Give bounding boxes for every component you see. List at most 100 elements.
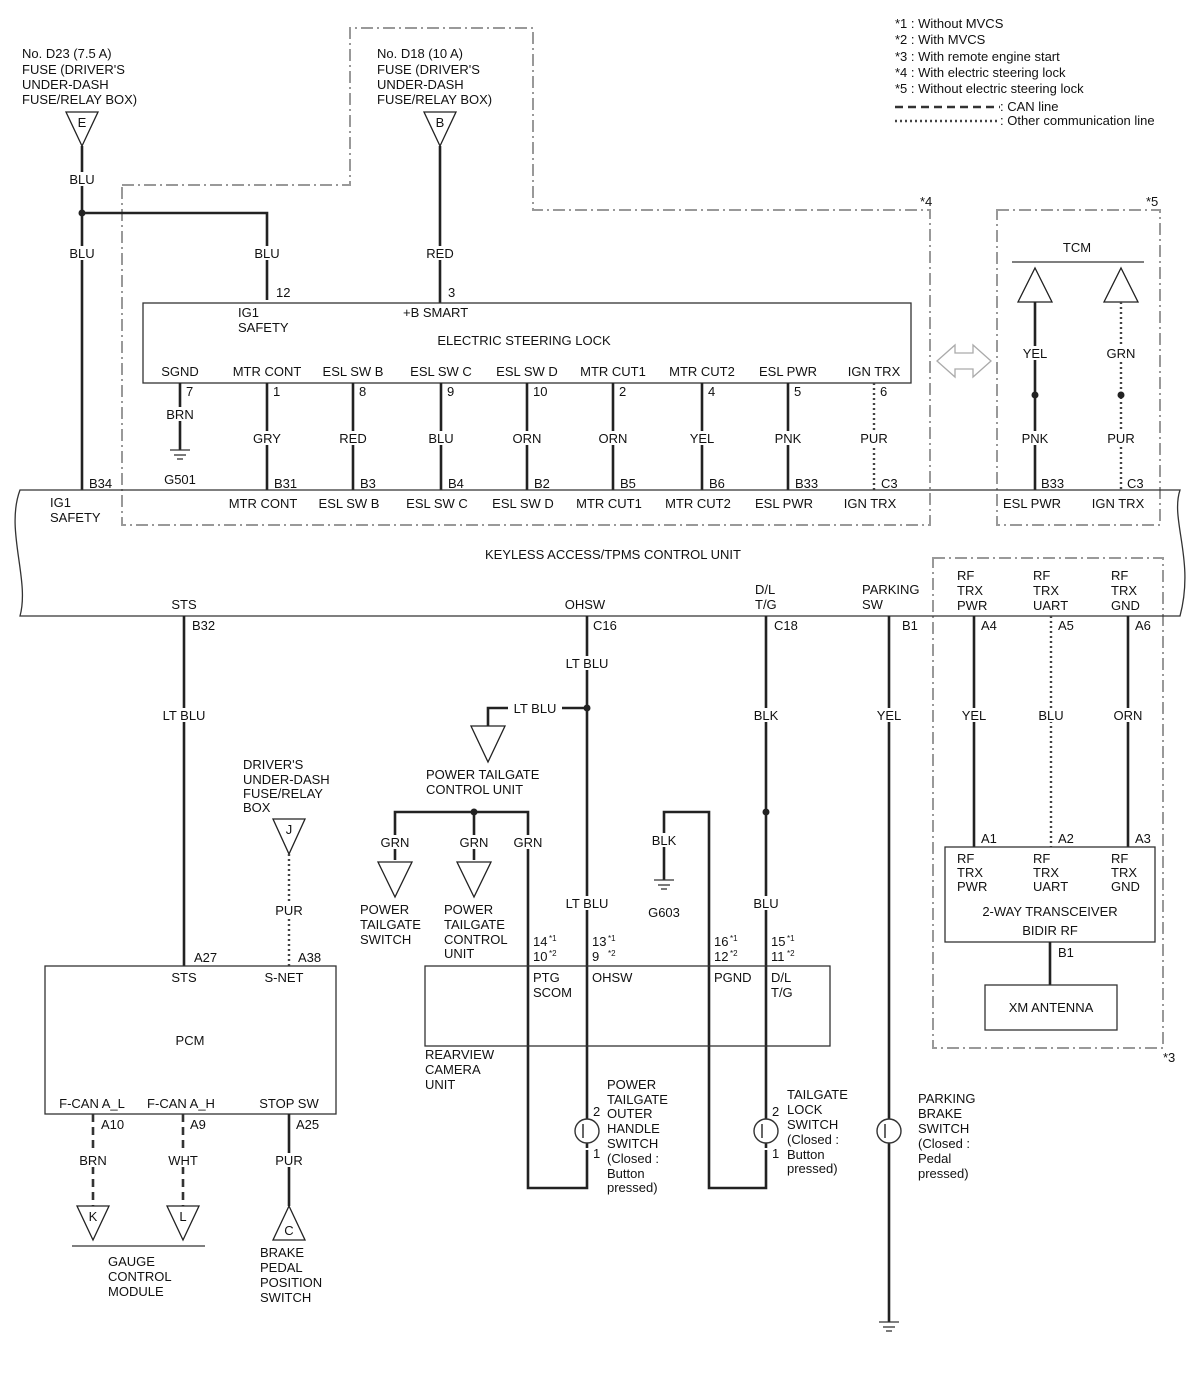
outer-switch-line-4: HANDLE [607,1121,660,1136]
brake-line-4: SWITCH [260,1290,311,1305]
esl-pin-number: 8 [359,384,366,399]
outer-switch-line-5: SWITCH [607,1136,658,1151]
pt-switch-connector [376,861,414,899]
wire-color-blu-2: BLU [69,246,94,261]
tcm-wire-pur: PUR [1107,431,1134,446]
lock-switch-line-1: TAILGATE [787,1087,848,1102]
camera-pin-label: T/G [771,985,793,1000]
fuse-d23: No. D23 (7.5 A) FUSE (DRIVER'S UNDER-DAS… [22,46,137,148]
keyless-pin-number: C3 [881,476,898,491]
camera-pin-label: SCOM [533,985,572,1000]
label-bg [510,835,546,849]
transceiver-pin-a1: A1 [981,831,997,846]
pt-control-line-2: TAILGATE [444,917,505,932]
pcm-pin-a27: A27 [194,950,217,965]
connector-c-letter: C [284,1223,293,1238]
label-bg [1013,346,1057,360]
outer-handle-switch: 2 1 POWER TAILGATE OUTER HANDLE SWITCH (… [574,1077,668,1195]
label-bg [1099,431,1143,445]
legend-note-1: *1 : Without MVCS [895,16,1004,31]
connector-j-symbol [271,818,307,856]
label-bg [156,708,212,722]
legend-can-line: : CAN line [1000,99,1059,114]
pt-control-line-4: UNIT [444,946,474,961]
transceiver-pin-b1: B1 [1058,945,1074,960]
esl-wire-color: ORN [513,431,542,446]
label-bg [1033,708,1069,722]
keyless-pin-number: B3 [360,476,376,491]
connector-e-symbol [64,111,100,148]
gauge-line-3: MODULE [108,1284,164,1299]
tcm-wire-yel: YEL [1023,346,1048,361]
label-bg [956,708,992,722]
camera-pin-bottom: 10 [533,949,547,964]
wire-color-brn-can: BRN [79,1153,106,1168]
pcm-title: PCM [176,1033,205,1048]
label-bg [420,246,460,260]
transceiver-subtitle: BIDIR RF [1022,923,1078,938]
wire-color-lt-blu-2: LT BLU [566,656,609,671]
keyless-parking-label: PARKING [862,582,920,597]
tcm-wire-grn: GRN [1107,346,1136,361]
lock-switch-line-4: (Closed : [787,1132,839,1147]
park-switch-line-2: BRAKE [918,1106,962,1121]
wire-color-blu-dl: BLU [753,896,778,911]
esl-pin-number: 4 [708,384,715,399]
esl-wire-color: ORN [599,431,628,446]
legend-note-3: *3 : With remote engine start [895,49,1060,64]
keyless-pin-label: ESL SW B [319,496,380,511]
label-bg [247,246,287,260]
label-bg [75,1153,111,1167]
camera-pin-top: 15 [771,934,785,949]
note-4-marker: *4 [920,194,932,209]
esl-ig1-label: IG1 [238,305,259,320]
keyless-control-unit-box [14,489,1186,617]
esl-pin-label: IGN TRX [848,364,901,379]
park-switch-line-6: pressed) [918,1166,969,1181]
label-bg [165,1153,201,1167]
camera-pin-top: 16 [714,934,728,949]
keyless-pin-label: IGN TRX [844,496,897,511]
wire-color-grn-3: GRN [514,835,543,850]
pcm-pin-a25: A25 [296,1117,319,1132]
label-bg [748,708,784,722]
label-bg [1099,346,1143,360]
wire-color-lt-blu-sts: LT BLU [163,708,206,723]
rearview-camera-box [424,965,831,1047]
esl-title: ELECTRIC STEERING LOCK [437,333,611,348]
transceiver-pwr-1: RF [957,851,974,866]
legend-other-line: : Other communication line [1000,113,1155,128]
outer-switch-line-8: pressed) [607,1180,658,1195]
esl-pin-label: ESL PWR [759,364,817,379]
keyless-safety-label: SAFETY [50,510,101,525]
keyless-pin-label: MTR CUT2 [665,496,731,511]
esl-bsmart-label: +B SMART [403,305,468,320]
esl-wire-color: PUR [860,431,887,446]
tcm-pin-b33: B33 [1041,476,1064,491]
fuse-d18-line-3: UNDER-DASH [377,77,464,92]
connector-b-letter: B [436,115,445,130]
tcm-option-box [996,209,1161,526]
transceiver-pwr-2: TRX [957,865,983,880]
lock-switch-line-2: LOCK [787,1102,823,1117]
wire-color-yel-parking: YEL [877,708,902,723]
esl-pin-label: ESL SW B [323,364,384,379]
wire-color-wht-can: WHT [168,1153,198,1168]
camera-pin-bottom-note: *2 [730,949,738,958]
splice-dot-dl [762,808,770,816]
transceiver-gnd-2: TRX [1111,865,1137,880]
fuse-d18: No. D18 (10 A) FUSE (DRIVER'S UNDER-DASH… [377,46,492,148]
connector-k-letter: K [89,1209,98,1224]
keyless-pin-b34: B34 [89,476,112,491]
ptcu-connector [469,725,507,764]
wire-color-lt-blu-3: LT BLU [514,701,557,716]
camera-pin-label: OHSW [592,970,633,985]
camera-pin-bottom: 12 [714,949,728,964]
camera-pin-label: PGND [714,970,752,985]
connector-b-symbol [422,111,458,148]
tcm-wire-pnk: PNK [1022,431,1049,446]
tcm-label-esl-pwr: ESL PWR [1003,496,1061,511]
label-bg [160,407,200,421]
wire-color-lt-blu-4: LT BLU [566,896,609,911]
